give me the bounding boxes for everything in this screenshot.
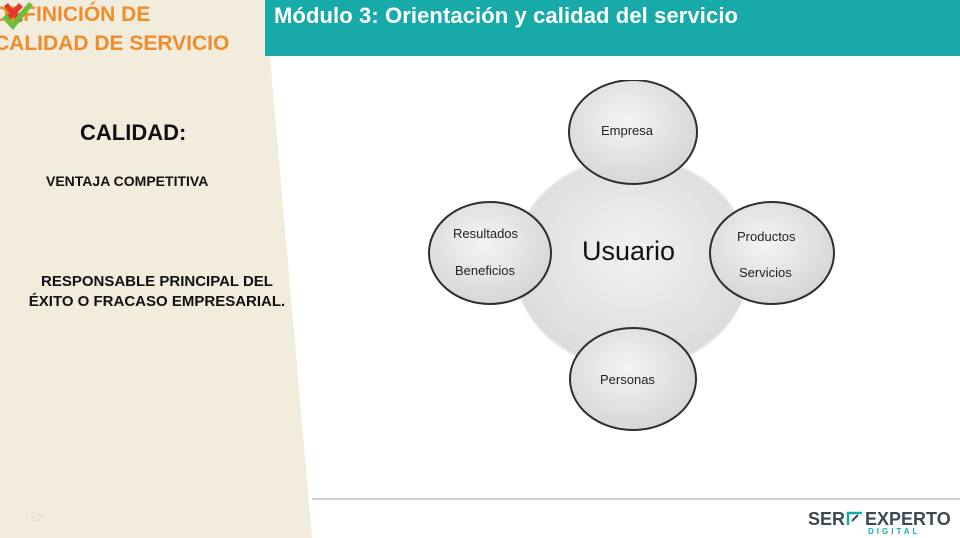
brand-logo-icon [846,511,863,525]
section-title-line1: DEFINICIÓN DE [0,3,151,26]
left-panel-shape [0,0,312,538]
quality-heading: CALIDAD: [80,120,187,145]
section-title: DEFINICIÓN DE CALIDAD DE SERVICIO [0,0,264,58]
node-right-label-2: Servicios [739,265,792,280]
brand-right: EXPERTO [865,509,951,529]
check-icon [2,2,33,30]
diagram-shapes [428,80,835,431]
node-top-circle [568,80,698,185]
brand-sub: DIGITAL [868,527,921,536]
item-responsable-principal: RESPONSABLE PRINCIPAL DEL ÉXITO O FRACAS… [28,273,286,310]
brand-left: SER [808,509,846,529]
brand-logo: SER EXPERTO [808,509,951,530]
item-ventaja-competitiva: VENTAJA COMPETITIVA [46,173,209,189]
module-title: Módulo 3: Orientación y calidad del serv… [274,3,739,28]
page-number: 22 [30,510,44,524]
node-right-label-1: Productos [737,229,796,244]
node-bottom-label: Personas [600,372,655,387]
node-left-label-1: Resultados [453,226,519,241]
node-bottom-circle [569,327,697,431]
center-label: Usuario [582,236,676,266]
node-left-circle [428,201,552,305]
section-title-line2: CALIDAD DE SERVICIO [0,32,230,55]
node-top-label: Empresa [601,123,654,138]
header-bar [265,0,960,56]
footer-divider [312,498,960,500]
node-right-circle [709,201,835,305]
left-panel: DEFINICIÓN DE CALIDAD DE SERVICIO CALIDA… [0,0,330,538]
node-left-label-2: Beneficios [455,263,515,278]
usuario-diagram: Usuario Empresa Productos Servicios Pers… [420,80,850,440]
